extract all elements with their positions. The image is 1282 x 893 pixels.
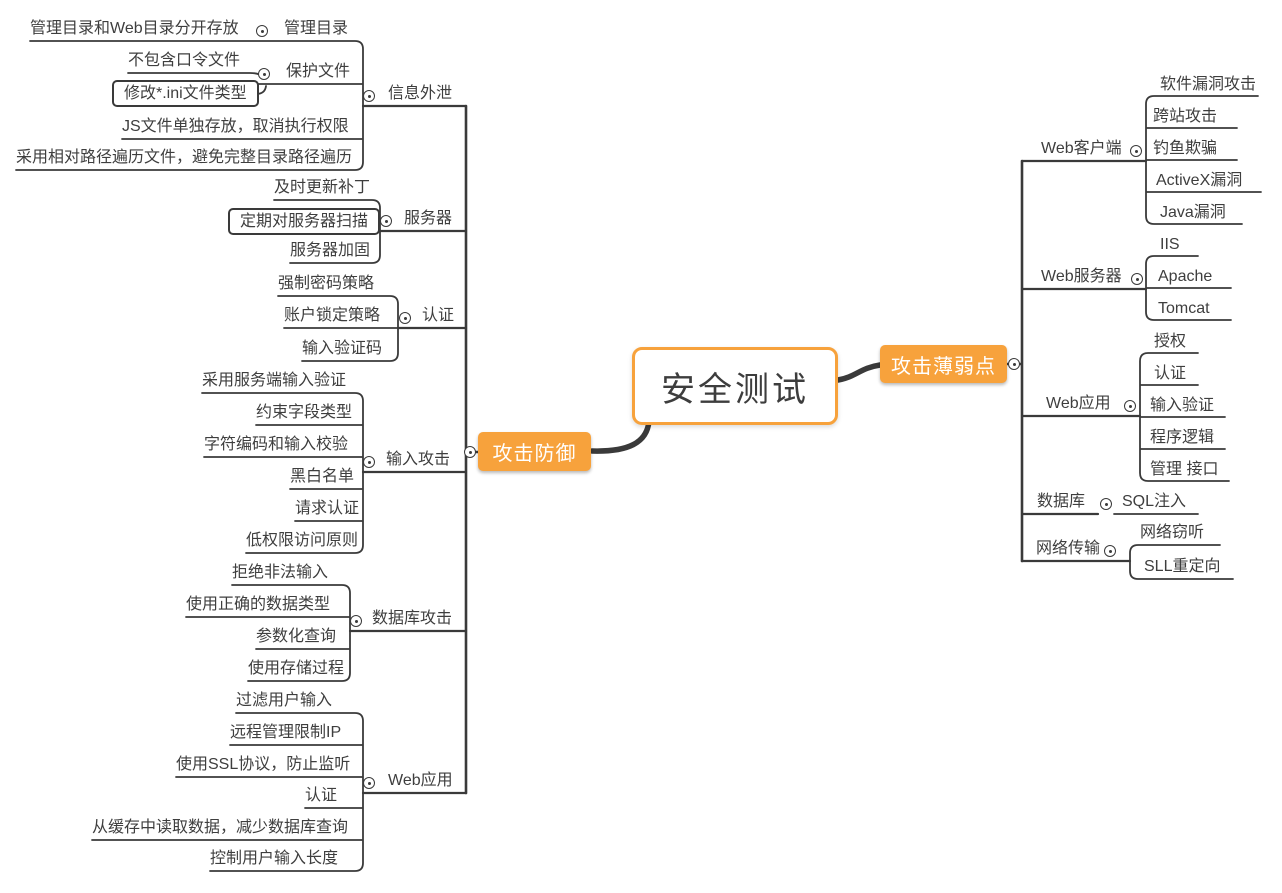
topic-server[interactable]: 服务器 — [404, 210, 453, 227]
leaf-apache[interactable]: Apache — [1158, 268, 1213, 285]
leaf-least-privilege[interactable]: 低权限访问原则 — [246, 532, 359, 549]
leaf-activex[interactable]: ActiveX漏洞 — [1156, 172, 1243, 189]
leaf-no-password-file[interactable]: 不包含口令文件 — [128, 52, 241, 69]
leaf-update-patch[interactable]: 及时更新补丁 — [274, 179, 371, 196]
collapse-toggle-db-attack[interactable] — [350, 615, 362, 627]
leaf-reject-illegal-input[interactable]: 拒绝非法输入 — [232, 564, 329, 581]
topic-web-app-weak[interactable]: Web应用 — [1046, 395, 1111, 412]
leaf-encoding-validation[interactable]: 字符编码和输入校验 — [204, 436, 349, 453]
topic-input-attack[interactable]: 输入攻击 — [386, 451, 451, 468]
leaf-admin-interface[interactable]: 管理 接口 — [1150, 461, 1219, 478]
leaf-authorization[interactable]: 授权 — [1154, 333, 1187, 350]
leaf-blackwhite-list[interactable]: 黑白名单 — [290, 468, 355, 485]
topic-web-server[interactable]: Web服务器 — [1041, 268, 1122, 285]
leaf-server-side-validation[interactable]: 采用服务端输入验证 — [202, 372, 347, 389]
leaf-iis[interactable]: IIS — [1160, 236, 1180, 253]
leaf-account-lock[interactable]: 账户锁定策略 — [284, 307, 381, 324]
leaf-program-logic[interactable]: 程序逻辑 — [1150, 429, 1215, 446]
topic-db-attack[interactable]: 数据库攻击 — [372, 610, 453, 627]
leaf-java-vuln[interactable]: Java漏洞 — [1160, 204, 1226, 221]
collapse-toggle-network[interactable] — [1104, 545, 1116, 557]
collapse-toggle-input-attack[interactable] — [363, 456, 375, 468]
leaf-ssl-protocol[interactable]: 使用SSL协议，防止监听 — [176, 756, 351, 773]
main-topic-security-testing[interactable]: 安全测试 — [632, 347, 838, 425]
collapse-toggle-attack-defense[interactable] — [464, 446, 476, 458]
topic-auth[interactable]: 认证 — [422, 307, 455, 324]
leaf-sniffing[interactable]: 网络窃听 — [1140, 524, 1205, 541]
leaf-server-harden[interactable]: 服务器加固 — [290, 242, 371, 259]
leaf-sql-injection[interactable]: SQL注入 — [1122, 493, 1187, 510]
leaf-tomcat[interactable]: Tomcat — [1158, 300, 1210, 317]
leaf-auth-defense[interactable]: 认证 — [305, 787, 338, 804]
link-center-to-defense — [589, 418, 652, 454]
leaf-software-vuln[interactable]: 软件漏洞攻击 — [1160, 76, 1257, 93]
topic-manage-dir[interactable]: 管理目录 — [284, 20, 349, 37]
leaf-sll-redirect[interactable]: SLL重定向 — [1144, 558, 1221, 575]
collapse-toggle-web-app-weak[interactable] — [1124, 400, 1136, 412]
leaf-parameterized-query[interactable]: 参数化查询 — [256, 628, 337, 645]
leaf-input-length[interactable]: 控制用户输入长度 — [210, 850, 339, 867]
leaf-force-password-policy[interactable]: 强制密码策略 — [278, 275, 375, 292]
collapse-toggle-manage-dir[interactable] — [256, 25, 268, 37]
topic-info-leak[interactable]: 信息外泄 — [388, 85, 453, 102]
leaf-dir-separation[interactable]: 管理目录和Web目录分开存放 — [30, 20, 239, 37]
leaf-phishing[interactable]: 钓鱼欺骗 — [1153, 140, 1218, 157]
topic-protect-files[interactable]: 保护文件 — [286, 63, 351, 80]
leaf-relative-path[interactable]: 采用相对路径遍历文件，避免完整目录路径遍历 — [16, 149, 353, 166]
leaf-captcha[interactable]: 输入验证码 — [302, 340, 383, 357]
collapse-toggle-web-app-defense[interactable] — [363, 777, 375, 789]
collapse-toggle-database[interactable] — [1100, 498, 1112, 510]
topic-web-client[interactable]: Web客户端 — [1041, 140, 1122, 157]
leaf-correct-data-type[interactable]: 使用正确的数据类型 — [186, 596, 331, 613]
collapse-toggle-web-client[interactable] — [1130, 145, 1142, 157]
link-center-to-weakpoints — [835, 362, 883, 383]
collapse-toggle-web-server[interactable] — [1131, 273, 1143, 285]
leaf-input-validation[interactable]: 输入验证 — [1150, 397, 1215, 414]
leaf-server-scan[interactable]: 定期对服务器扫描 — [228, 208, 381, 235]
collapse-toggle-server[interactable] — [380, 215, 392, 227]
branch-attack-defense[interactable]: 攻击防御 — [478, 432, 591, 471]
leaf-authentication[interactable]: 认证 — [1154, 365, 1187, 382]
topic-network[interactable]: 网络传输 — [1036, 540, 1101, 557]
leaf-remote-admin-ip[interactable]: 远程管理限制IP — [230, 724, 342, 741]
topic-database[interactable]: 数据库 — [1037, 493, 1086, 510]
collapse-toggle-auth[interactable] — [399, 312, 411, 324]
right-leaf-lines — [1113, 95, 1262, 580]
leaf-filter-user-input[interactable]: 过滤用户输入 — [236, 692, 333, 709]
leaf-stored-procedure[interactable]: 使用存储过程 — [248, 660, 345, 677]
leaf-xss[interactable]: 跨站攻击 — [1153, 108, 1218, 125]
collapse-toggle-protect-files[interactable] — [258, 68, 270, 80]
leaf-cache-read[interactable]: 从缓存中读取数据，减少数据库查询 — [92, 819, 349, 836]
branch-attack-weakpoints[interactable]: 攻击薄弱点 — [880, 345, 1007, 383]
leaf-modify-ini[interactable]: 修改*.ini文件类型 — [112, 80, 259, 107]
collapse-toggle-attack-weakpoints[interactable] — [1008, 358, 1020, 370]
leaf-field-type-constraint[interactable]: 约束字段类型 — [256, 404, 353, 421]
left-leaf-lines — [15, 40, 399, 872]
leaf-request-auth[interactable]: 请求认证 — [295, 500, 360, 517]
left-branch-underlines — [348, 104, 468, 795]
topic-web-app-defense[interactable]: Web应用 — [388, 772, 453, 789]
leaf-js-separate[interactable]: JS文件单独存放，取消执行权限 — [122, 118, 349, 135]
right-branch-underlines — [1020, 159, 1148, 563]
collapse-toggle-info-leak[interactable] — [363, 90, 375, 102]
